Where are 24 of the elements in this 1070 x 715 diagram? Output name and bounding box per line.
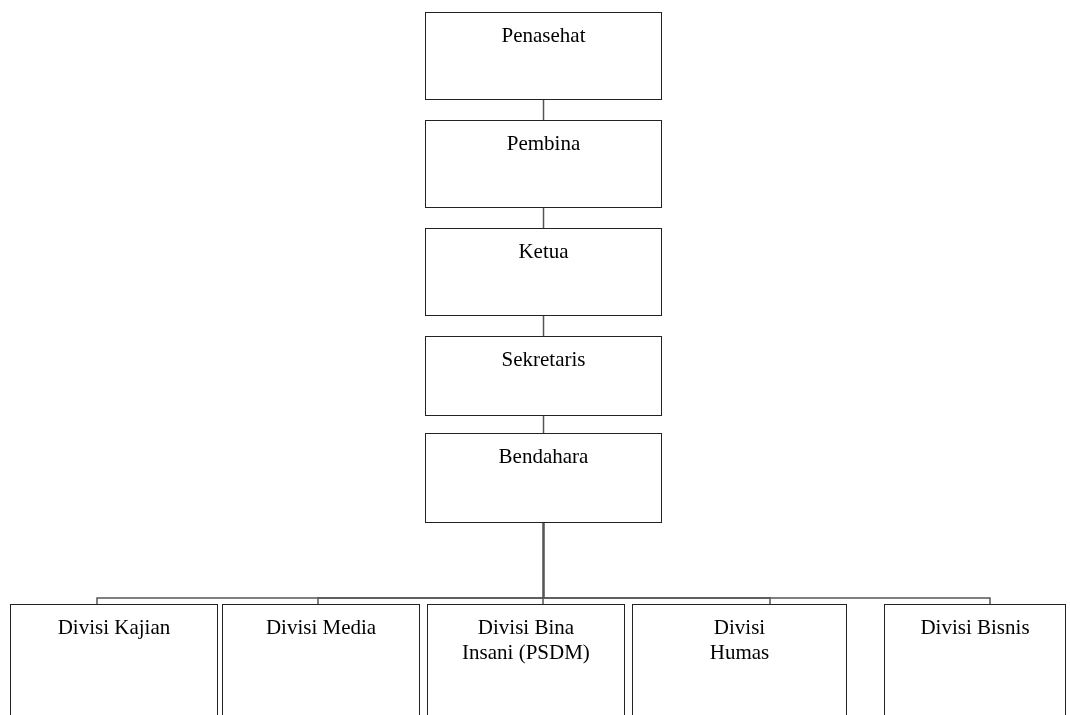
org-box [427, 604, 625, 715]
box-label: Divisi Humas [708, 615, 771, 665]
box-label: Divisi Kajian [57, 615, 171, 640]
box-label: Ketua [518, 239, 569, 264]
org-box [425, 336, 662, 416]
box-label: Divisi Bina Insani (PSDM) [461, 615, 591, 665]
org-box [10, 604, 218, 715]
box-label: Pembina [506, 131, 581, 156]
box-label: Sekretaris [501, 347, 586, 372]
connector-line [542, 315, 545, 337]
org-box [222, 604, 420, 715]
connector-line [542, 99, 545, 121]
connector-line [542, 207, 545, 229]
connector-line [542, 522, 991, 605]
org-box [425, 120, 662, 208]
box-label: Penasehat [501, 23, 586, 48]
org-box [632, 604, 847, 715]
org-box [884, 604, 1066, 715]
box-label: Divisi Media [265, 615, 377, 640]
org-box [425, 12, 662, 100]
org-box [425, 228, 662, 316]
org-box [425, 433, 662, 523]
box-label: Divisi Bisnis [920, 615, 1030, 640]
box-label: Bendahara [498, 444, 589, 469]
